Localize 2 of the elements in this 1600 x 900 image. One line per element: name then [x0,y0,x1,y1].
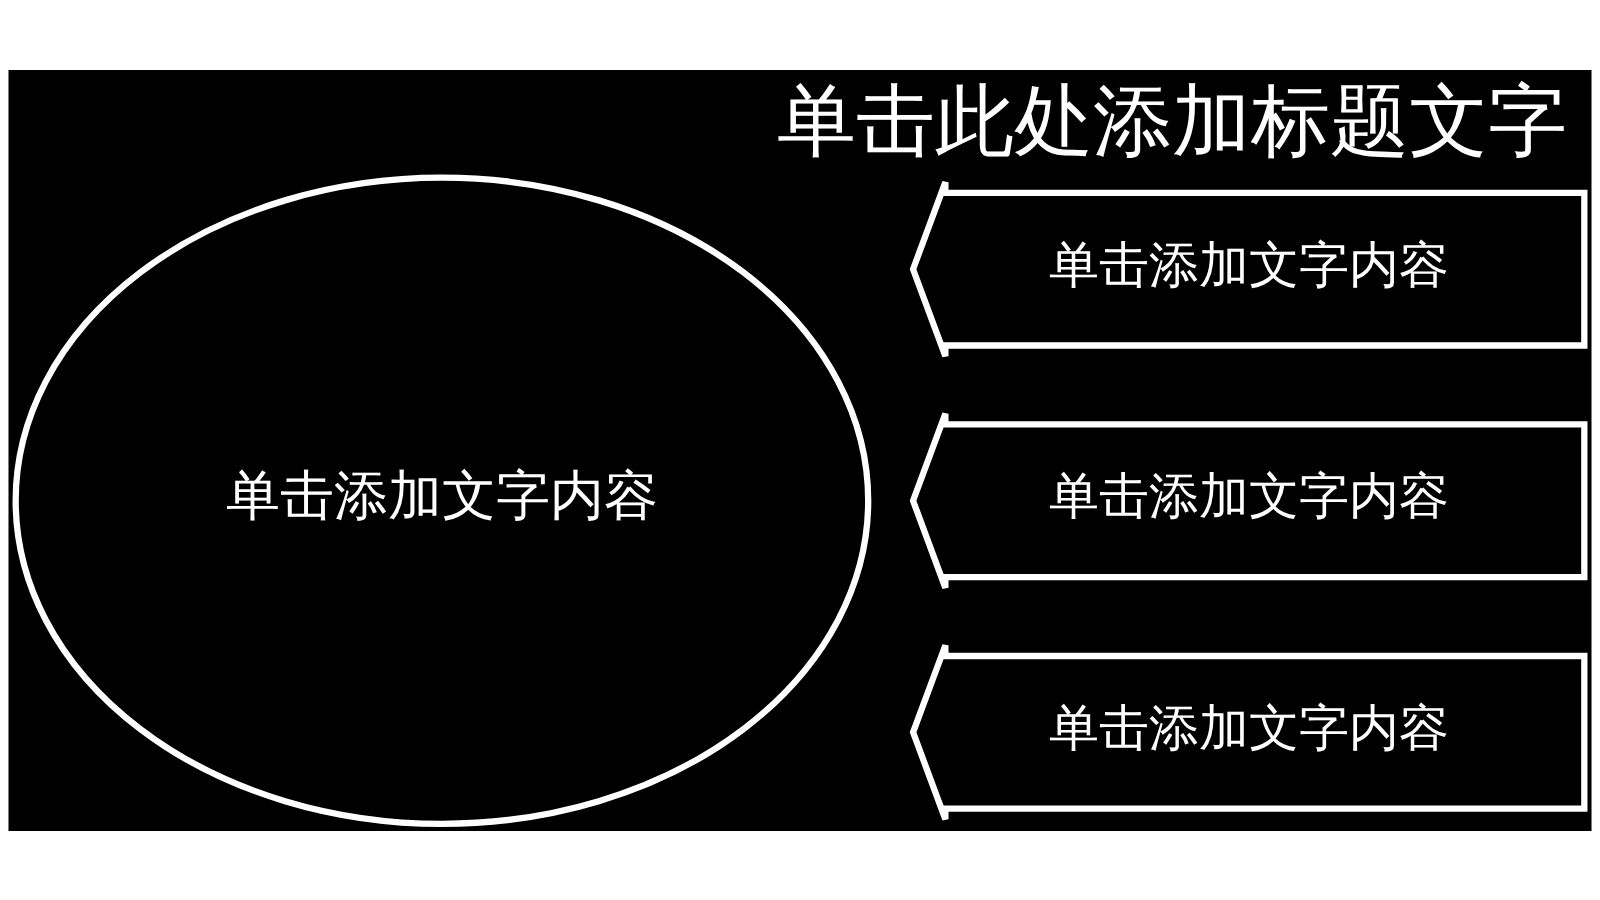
diagram-title: 单击此处添加标题文字 [777,74,1568,167]
node-ellipse: 单击添加文字内容 [12,174,872,827]
